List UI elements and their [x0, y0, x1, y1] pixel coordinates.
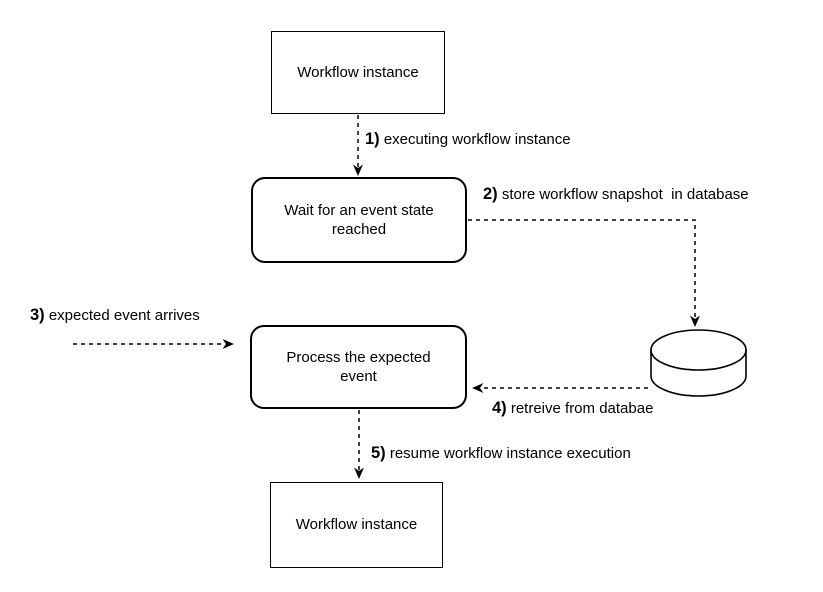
edge-label-5-text: resume workflow instance execution [385, 445, 631, 462]
edge-label-3-text: expected event arrives [44, 307, 200, 324]
node-wait-event-state: Wait for an event state reached [251, 177, 467, 263]
edge-4-arrowhead-icon [472, 383, 484, 393]
edge-2-arrowhead-icon [690, 315, 700, 327]
edge-label-4-number: 4) [492, 399, 507, 417]
edge-label-3: 3) expected event arrives [30, 306, 200, 325]
edge-label-2-number: 2) [483, 185, 498, 203]
edge-label-1: 1) executing workflow instance [365, 130, 571, 149]
edge-label-2: 2) store workflow snapshot in database [483, 185, 749, 204]
edge-1-arrowhead-icon [353, 164, 363, 176]
edge-label-4-text: retreive from databae [506, 400, 654, 417]
node-workflow-instance-bottom-label: Workflow instance [295, 516, 418, 534]
node-workflow-instance-top-label: Workflow instance [297, 63, 419, 81]
edge-label-3-number: 3) [30, 306, 45, 324]
edge-5-arrowhead-icon [354, 467, 364, 479]
edge-2-line [468, 219, 696, 319]
node-process-expected-event-label: Process the expected event [286, 348, 431, 386]
edge-label-2-text: store workflow snapshot in database [497, 186, 749, 203]
node-process-expected-event: Process the expected event [250, 325, 467, 409]
database-cylinder-top [650, 329, 747, 371]
edge-3-arrowhead-icon [222, 339, 234, 349]
edge-label-1-number: 1) [365, 130, 380, 148]
edge-label-1-text: executing workflow instance [379, 131, 571, 148]
database-cylinder [650, 329, 747, 397]
edge-label-5-number: 5) [371, 444, 386, 462]
node-wait-event-state-label: Wait for an event state reached [284, 201, 434, 239]
edge-label-4: 4) retreive from databae [492, 399, 653, 418]
node-workflow-instance-bottom: Workflow instance [270, 482, 443, 568]
node-workflow-instance-top: Workflow instance [271, 31, 445, 114]
edge-label-5: 5) resume workflow instance execution [371, 444, 631, 463]
